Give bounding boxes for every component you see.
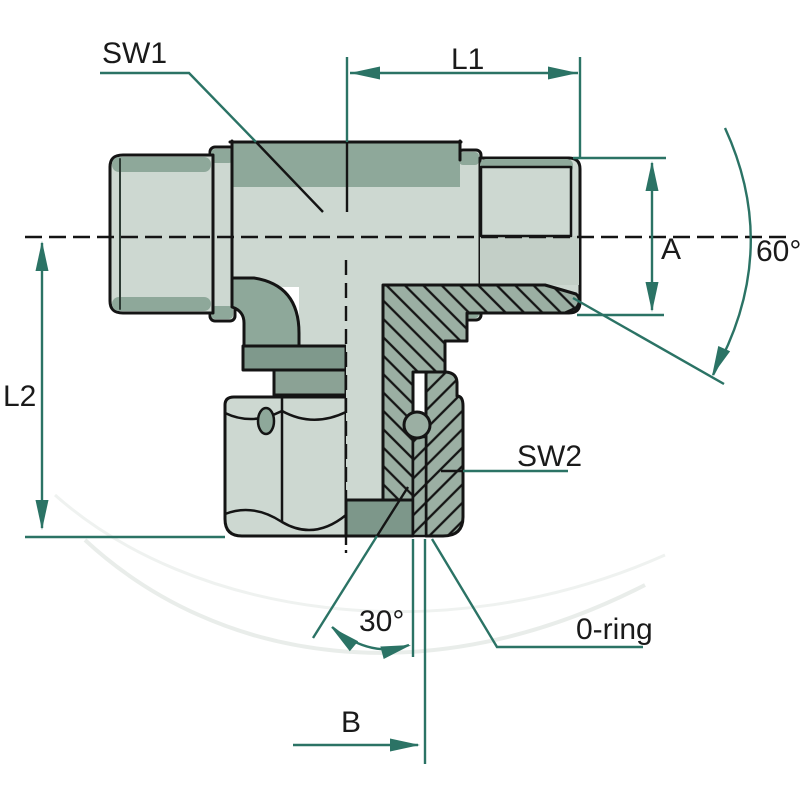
left-port-stud [108, 153, 215, 315]
label-a: A [661, 233, 681, 266]
watermark-arcs [54, 493, 666, 655]
o-ring [402, 410, 432, 440]
bore-strip [346, 285, 384, 500]
dimension-labels: SW1 L1 A 60° L2 SW2 0-ring 30° B [3, 37, 800, 739]
seat-angle-arc [711, 127, 752, 376]
centerlines [25, 235, 790, 553]
dimension-arrowheads [35, 66, 731, 752]
nut-section-hatched [424, 370, 465, 538]
neck-shoulder [230, 276, 301, 348]
hex-nut [223, 395, 348, 538]
label-60deg: 60° [756, 235, 800, 268]
label-oring: 0-ring [576, 613, 653, 646]
nut-thread-hole [256, 406, 276, 436]
seat-angle-leg [572, 296, 725, 386]
label-sw2: SW2 [517, 440, 582, 473]
label-sw1: SW1 [102, 37, 167, 70]
washer-ring [272, 368, 348, 397]
sw1-leader-line [100, 71, 257, 143]
label-b: B [341, 706, 361, 739]
nut-section-strip [411, 435, 428, 538]
oring-leader-line [430, 538, 643, 649]
locknut-ring [241, 344, 348, 372]
right-port-stud [478, 156, 582, 315]
label-30deg: 30° [359, 605, 404, 638]
label-l2: L2 [3, 380, 36, 413]
cone-angle-leg [311, 535, 379, 639]
label-l1: L1 [451, 43, 484, 76]
